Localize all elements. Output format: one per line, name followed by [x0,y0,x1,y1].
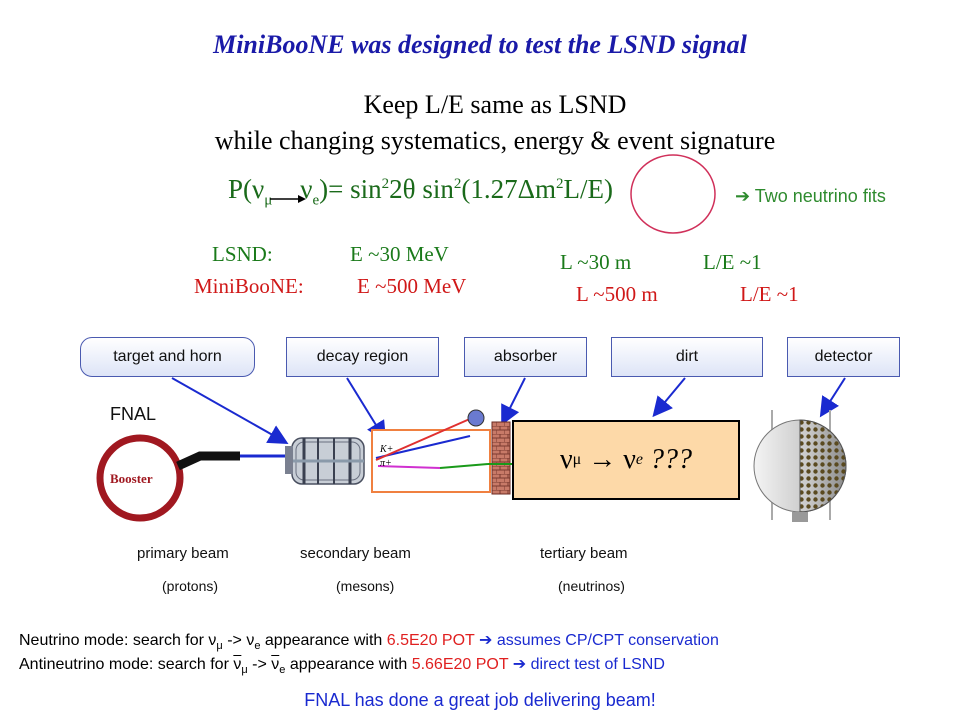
box-absorber: absorber [464,337,587,377]
highlight-circle-icon [630,154,716,234]
kaon-label: K+ [380,444,394,455]
lsnd-baseline: L ~30 m [560,250,632,274]
primary-beam-label: primary beam [137,545,229,562]
secondary-beam-label: secondary beam [300,545,411,562]
tertiary-beam-particles: (neutrinos) [558,578,625,594]
box-decay-region: decay region [286,337,439,377]
neutrino-mode-line: Neutrino mode: search for νμ -> νe appea… [19,632,719,653]
antineutrino-mode-line: Antineutrino mode: search for νμ -> νe a… [19,656,665,677]
oscillation-formula: P(νμ νe)= sin22θ sin2(1.27Δm2L/E) [228,174,613,209]
primary-beam-particles: (protons) [162,578,219,594]
miniboone-label: MiniBooNE: [194,274,304,298]
decay-pipe-icon [371,417,491,493]
pion-label: π+ [380,458,392,469]
subtitle-line-2: while changing systematics, energy & eve… [214,126,776,155]
detector-sphere-icon [753,410,847,522]
box-target-and-horn: target and horn [80,337,255,377]
miniboone-baseline: L ~500 m [576,282,658,306]
two-neutrino-fits-note: ➔ Two neutrino fits [735,186,886,206]
magnetic-horn-icon [285,437,365,485]
miniboone-energy: E ~500 MeV [357,274,467,298]
lsnd-label: LSND: [212,242,273,266]
beamline-apparatus [96,377,847,522]
footer-note: FNAL has done a great job delivering bea… [304,690,656,710]
secondary-beam-particles: (mesons) [336,578,395,594]
tertiary-beam-label: tertiary beam [540,545,628,562]
booster-ring-icon [96,434,184,522]
absorber-bricks-icon [491,421,511,495]
subtitle-line-1: Keep L/E same as LSND [363,90,627,119]
slide-title: MiniBooNE was designed to test the LSND … [213,30,747,59]
fnal-label: FNAL [110,404,157,424]
box-detector: detector [787,337,900,377]
lsnd-energy: E ~30 MeV [350,242,449,266]
box-dirt: dirt [611,337,763,377]
lsnd-l-over-e: L/E ~1 [703,250,762,274]
booster-label: Booster [110,471,153,486]
formula-arrow-icon [270,195,306,203]
miniboone-l-over-e: L/E ~1 [740,282,799,306]
